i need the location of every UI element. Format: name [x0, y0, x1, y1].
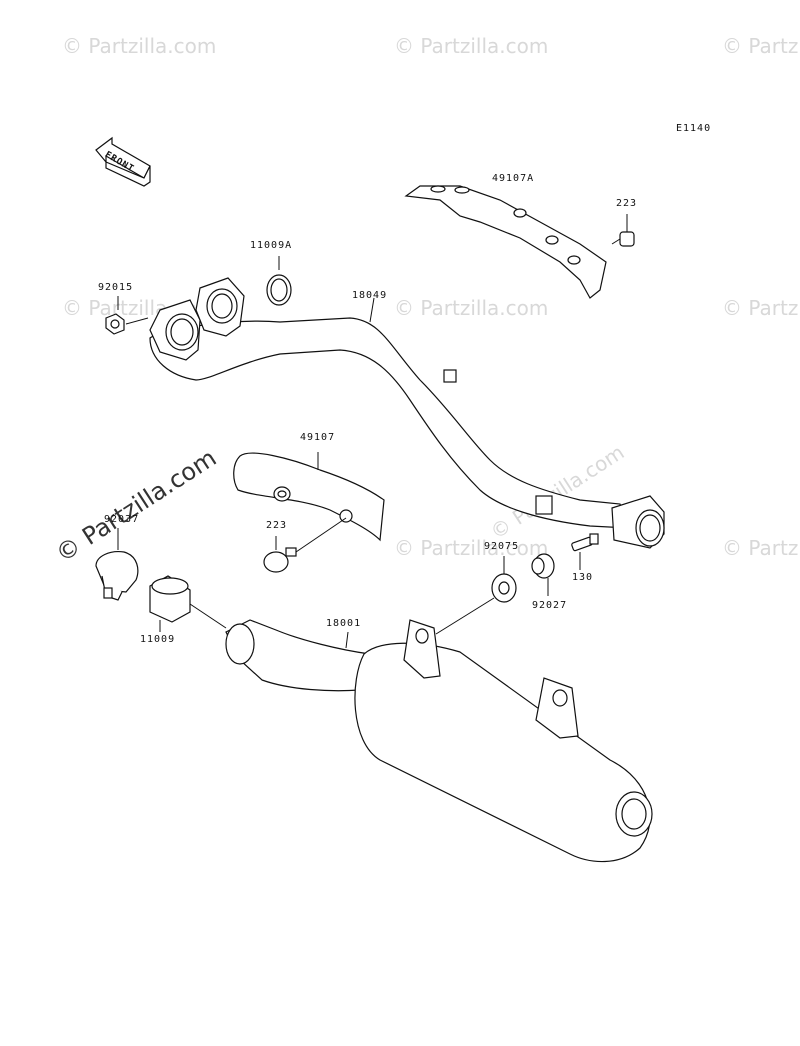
bolt-223-mid — [263, 517, 347, 573]
part-label-92027[interactable]: 92027 — [532, 600, 568, 611]
clamp-92037 — [95, 528, 139, 601]
grommet-92075 — [435, 556, 517, 635]
watermark: © Partzilla.com — [394, 536, 549, 560]
collar-92027 — [531, 553, 555, 596]
part-label-92015[interactable]: 92015 — [98, 282, 134, 293]
part-label-92075[interactable]: 92075 — [484, 541, 520, 552]
part-label-11009a[interactable]: 11009A — [250, 240, 293, 251]
nut-92015 — [105, 296, 149, 335]
front-arrow-icon — [95, 136, 151, 187]
part-label-49107[interactable]: 49107 — [300, 432, 336, 443]
part-label-18001[interactable]: 18001 — [326, 618, 362, 629]
diagram-code: E1140 — [676, 123, 712, 134]
gasket-11009 — [149, 575, 227, 632]
watermark: © Partzilla.com — [722, 536, 800, 560]
muffler-18001 — [225, 619, 653, 863]
watermark: © Partzilla.com — [394, 296, 549, 320]
watermark: © Partzilla.com — [722, 296, 800, 320]
part-label-223-top[interactable]: 223 — [616, 198, 638, 209]
heat-shield-49107 — [233, 452, 385, 542]
heat-shield-49107a — [404, 185, 607, 299]
part-label-223-mid[interactable]: 223 — [266, 520, 288, 531]
exhaust-pipe-18049 — [149, 277, 665, 549]
bolt-130 — [571, 533, 599, 570]
bolt-223-top — [611, 214, 635, 247]
part-label-130[interactable]: 130 — [572, 572, 594, 583]
watermark: © Partzilla.com — [722, 34, 800, 58]
part-label-92037[interactable]: 92037 — [104, 514, 140, 525]
watermark: © Partzilla.com — [62, 34, 217, 58]
part-label-18049[interactable]: 18049 — [352, 290, 388, 301]
part-label-11009[interactable]: 11009 — [140, 634, 176, 645]
part-label-49107a[interactable]: 49107A — [492, 173, 535, 184]
gasket-11009a — [266, 256, 292, 306]
watermark: © Partzilla.com — [394, 34, 549, 58]
